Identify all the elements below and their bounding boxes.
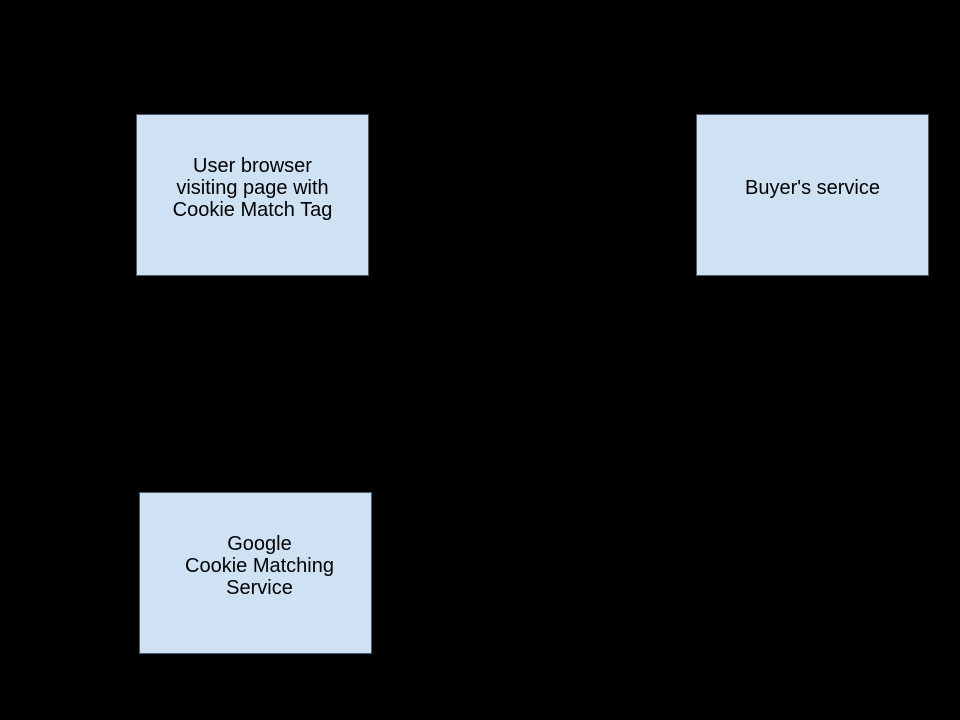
node-buyers-service: Buyer's service bbox=[696, 114, 929, 276]
node-buyers-service-label: Buyer's service bbox=[745, 177, 880, 199]
node-google-cookie-matching-service-label: Google Cookie Matching Service bbox=[185, 533, 334, 599]
node-user-browser: User browser visiting page with Cookie M… bbox=[136, 114, 369, 276]
node-google-cookie-matching-service: Google Cookie Matching Service bbox=[139, 492, 372, 654]
node-user-browser-label: User browser visiting page with Cookie M… bbox=[172, 155, 333, 221]
